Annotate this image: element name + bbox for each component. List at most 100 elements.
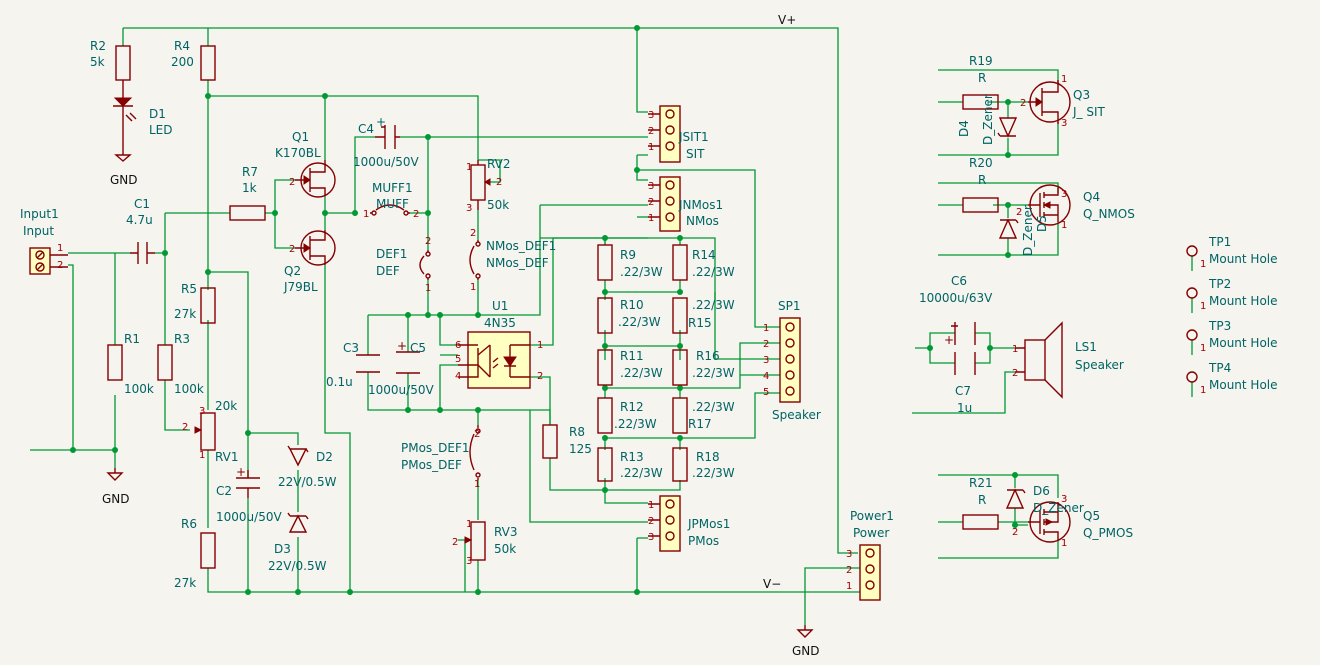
label-rv1-value: 20k: [215, 399, 237, 413]
label-q3-value: J_ SIT: [1072, 105, 1106, 119]
label-d4-value: D_Zener: [981, 94, 995, 145]
pin-number: 1: [1061, 74, 1067, 85]
jfet-q1-symbol: [295, 160, 336, 198]
pin-number: 4: [763, 371, 769, 382]
label-jsit1-ref: JSIT1: [678, 130, 709, 144]
pin-number: 1: [648, 500, 654, 511]
label-r13-ref: R13: [620, 450, 644, 464]
label-d3-value: 22V/0.5W: [268, 559, 327, 573]
label-r7-value: 1k: [242, 181, 257, 195]
label-q4-value: Q_NMOS: [1083, 207, 1135, 221]
label-jnmos1-ref: JNMos1: [678, 198, 723, 212]
label-r8-ref: R8: [569, 425, 585, 439]
resistor-r20-symbol: [962, 197, 999, 213]
pin-number: 5: [455, 354, 461, 365]
pin-number: 2: [648, 516, 654, 527]
label-r20-ref: R20: [969, 156, 993, 170]
label-r11-ref: R11: [620, 349, 644, 363]
pin-number: 1: [199, 450, 205, 461]
pin-number: 2: [57, 260, 63, 271]
jfet-q2-symbol: [295, 230, 336, 266]
label-r4-value: 200: [171, 55, 194, 69]
resistor-r8-symbol: [542, 424, 558, 459]
label-jnmos1-value: NMos: [686, 214, 719, 228]
label-r10-ref: R10: [620, 298, 644, 312]
label-r15-value: .22/3W: [692, 298, 735, 312]
svg-text:+: +: [944, 333, 954, 347]
capacitor-c6-symbol: [951, 322, 976, 345]
label-q2-value: J79BL: [283, 280, 318, 294]
capacitor-c5-symbol: [396, 351, 420, 374]
label-r6-value: 27k: [174, 576, 196, 590]
label-tp4-value: Mount Hole: [1209, 378, 1278, 392]
pin-number: 3: [1061, 494, 1067, 505]
pin-number: 1: [1061, 220, 1067, 231]
pin-number: 1: [1200, 343, 1206, 354]
label-c3-value: 0.1u: [326, 375, 353, 389]
label-r19-ref: R19: [969, 54, 993, 68]
label-r17-value: .22/3W: [692, 400, 735, 414]
svg-text:+: +: [236, 465, 246, 479]
label-r12-ref: R12: [620, 400, 644, 414]
label-d2-value: 22V/0.5W: [278, 475, 337, 489]
label-c1-ref: C1: [134, 197, 150, 211]
connector-sp1-symbol: [779, 317, 801, 403]
label-r9-value: .22/3W: [620, 265, 663, 279]
label-d5-value: D_Zener: [1021, 205, 1035, 256]
mosfet-q5-symbol: [1028, 501, 1071, 543]
pin-number: 1: [648, 213, 654, 224]
zener-d4-symbol: [997, 117, 1018, 138]
pin-number: 3: [763, 355, 769, 366]
label-r4-ref: R4: [174, 39, 190, 53]
label-r5-value: 27k: [174, 307, 196, 321]
pin-number: 6: [455, 340, 461, 351]
jfet-q3-symbol: [1028, 80, 1071, 124]
gnd-symbol-d1: [114, 145, 132, 162]
pin-number: 3: [466, 556, 472, 567]
label-r15-ref: R15: [688, 316, 712, 330]
label-pmos-def1-value: PMos_DEF: [401, 458, 462, 472]
net-label-vminus: V−: [763, 577, 781, 591]
pin-number: 2: [470, 228, 476, 239]
label-sp1-ref: SP1: [778, 299, 801, 313]
pin-number: 3: [648, 181, 654, 192]
label-q1-ref: Q1: [292, 130, 309, 144]
gnd-label-r1: GND: [102, 492, 130, 506]
label-sp1-value: Speaker: [772, 408, 821, 422]
label-r12-value: .22/3W: [614, 417, 657, 431]
label-c3-ref: C3: [343, 341, 359, 355]
label-ls1-value: Speaker: [1075, 358, 1124, 372]
connector-jpmos1-symbol: [648, 495, 681, 552]
pin-number: 2: [1012, 527, 1018, 538]
net-label-vplus: V+: [778, 13, 796, 27]
pin-number: 2: [1016, 207, 1022, 218]
label-tp4-ref: TP4: [1208, 361, 1231, 375]
switch-pmos-def1-symbol: [469, 425, 479, 480]
resistor-r1-symbol: [107, 344, 123, 381]
label-u1-ref: U1: [492, 299, 508, 313]
label-input1-ref: Input1: [20, 207, 59, 221]
gnd-label-power: GND: [792, 644, 820, 658]
pin-number: 2: [474, 429, 480, 440]
label-r14-value: .22/3W: [692, 265, 735, 279]
label-d1-ref: D1: [149, 107, 166, 121]
pin-number: 1: [1200, 301, 1206, 312]
label-r21-ref: R21: [969, 476, 993, 490]
label-input1-value: Input: [23, 224, 54, 238]
pin-number: 2: [496, 177, 502, 188]
label-c5-value: 1000u/50V: [368, 383, 434, 397]
resistor-r21-symbol: [962, 514, 999, 530]
pin-number: 3: [1061, 118, 1067, 129]
pin-number: 1: [425, 283, 431, 294]
label-d6-value: D_Zener: [1033, 501, 1084, 515]
label-jpmos1-ref: JPMos1: [687, 517, 730, 531]
label-d4-ref: D4: [957, 120, 971, 137]
label-r7-ref: R7: [242, 165, 258, 179]
label-c4-value: 1000u/50V: [353, 155, 419, 169]
label-r3-ref: R3: [174, 332, 190, 346]
resistor-r13-symbol: [597, 447, 613, 482]
label-c7-value: 1u: [957, 401, 972, 415]
pin-number: 2: [289, 244, 295, 255]
pin-number: 1: [363, 209, 369, 220]
resistor-r3-symbol: [157, 344, 173, 381]
